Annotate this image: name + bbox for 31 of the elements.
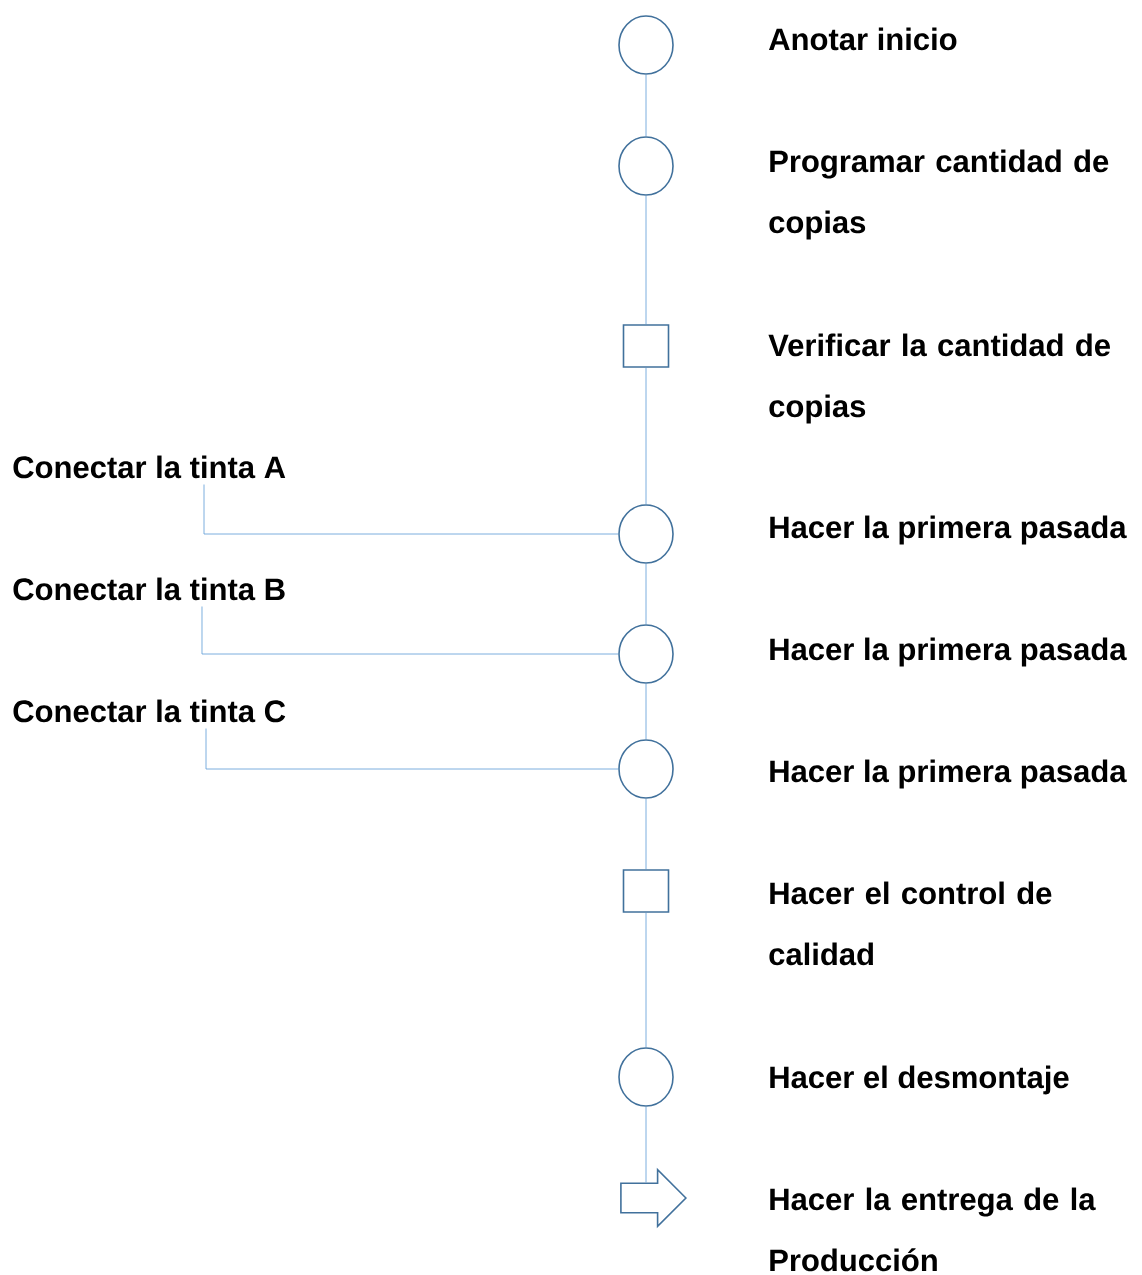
- step-label: Hacer la entrega de la Producción: [770, 1187, 1096, 1272]
- connector-line: [645, 912, 647, 1048]
- operation-circle: [618, 624, 674, 684]
- step-label: Hacer la primera pasada: [770, 759, 1127, 789]
- operation-circle: [618, 1047, 674, 1107]
- step-label: Conectar la tinta B: [13, 577, 285, 601]
- operation-circle: [618, 504, 674, 564]
- connector-line: [645, 367, 647, 505]
- leader-line: [203, 484, 619, 535]
- leader-line: [205, 728, 619, 770]
- step-label: Programar cantidad de copias: [769, 149, 1109, 240]
- step-label: Hacer el desmontaje: [770, 1065, 1069, 1095]
- leader-line: [201, 606, 619, 655]
- connector-line: [645, 195, 647, 325]
- step-label: Conectar la tinta C: [13, 699, 286, 723]
- inspection-square: [622, 869, 670, 913]
- step-label: Hacer la primera pasada: [770, 515, 1127, 545]
- step-label: Hacer el control de calidad: [769, 881, 1052, 966]
- connector-line: [645, 683, 647, 740]
- operation-circle: [618, 136, 674, 196]
- operation-circle: [618, 15, 674, 75]
- operation-circle: [618, 739, 674, 799]
- connector-line: [645, 1106, 647, 1183]
- connector-line: [645, 74, 647, 137]
- step-label: Anotar inicio: [768, 27, 957, 51]
- step-label: Hacer la primera pasada: [770, 637, 1127, 667]
- connector-line: [645, 798, 647, 870]
- step-label: Conectar la tinta A: [13, 455, 286, 479]
- inspection-square: [622, 324, 670, 368]
- step-label: Verificar la cantidad de copias: [768, 333, 1110, 424]
- connector-line: [645, 563, 647, 625]
